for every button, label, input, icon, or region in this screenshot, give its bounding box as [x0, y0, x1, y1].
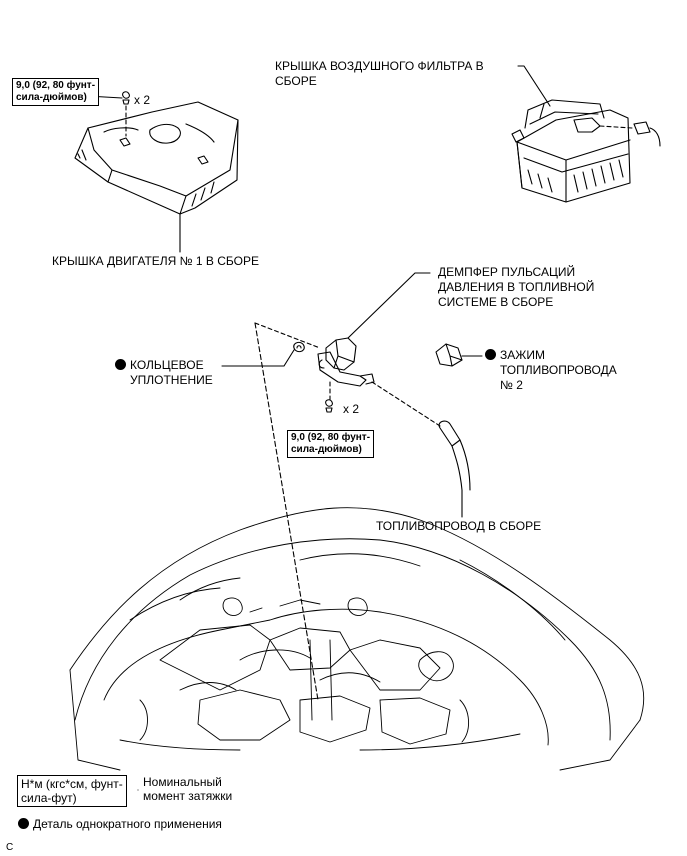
- engine-cover-label: КРЫШКА ДВИГАТЕЛЯ № 1 В СБОРЕ: [52, 254, 259, 268]
- cover-nut-torque-box: 9,0 (92, 80 фунт- сила-дюймов): [12, 78, 100, 106]
- vehicle-engine-bay-drawing: [69, 507, 645, 771]
- damper-bolt-torque-box: 9,0 (92, 80 фунт- сила-дюймов): [287, 430, 375, 458]
- fuel-clamp-label: ЗАЖИМ ТОПЛИВОПРОВОДА № 2: [485, 348, 617, 393]
- legend-torque-desc: Номинальный момент затяжки: [143, 775, 233, 803]
- air-cleaner-cap-label: КРЫШКА ВОЗДУШНОГО ФИЛЬТРА В СБОРЕ: [275, 59, 484, 88]
- air-cleaner-cap-drawing: [511, 99, 661, 203]
- fuel-clamp-drawing: [435, 343, 463, 367]
- corner-mark: C: [6, 842, 14, 853]
- non-reusable-dot-icon: [18, 818, 29, 829]
- fuel-tube-label: ТОПЛИВОПРОВОД В СБОРЕ: [376, 519, 542, 533]
- engine-cover-drawing: [74, 101, 239, 215]
- damper-drawing: [317, 337, 375, 387]
- o-ring-label: КОЛЬЦЕВОЕ УПЛОТНЕНИЕ: [115, 358, 213, 388]
- non-reusable-dot-icon: [115, 359, 126, 370]
- fuel-tube-drawing: [438, 420, 471, 491]
- damper-bolt-quantity: x 2: [343, 402, 360, 416]
- legend-torque-unit: Н*м (кгс*см, фунт- сила-фут): [17, 775, 127, 807]
- non-reusable-dot-icon: [485, 349, 496, 360]
- cover-nut-quantity: x 2: [134, 93, 151, 107]
- damper-label: ДЕМПФЕР ПУЛЬСАЦИЙ ДАВЛЕНИЯ В ТОПЛИВНОЙ С…: [438, 265, 595, 309]
- legend-non-reusable: Деталь однократного применения: [18, 817, 222, 832]
